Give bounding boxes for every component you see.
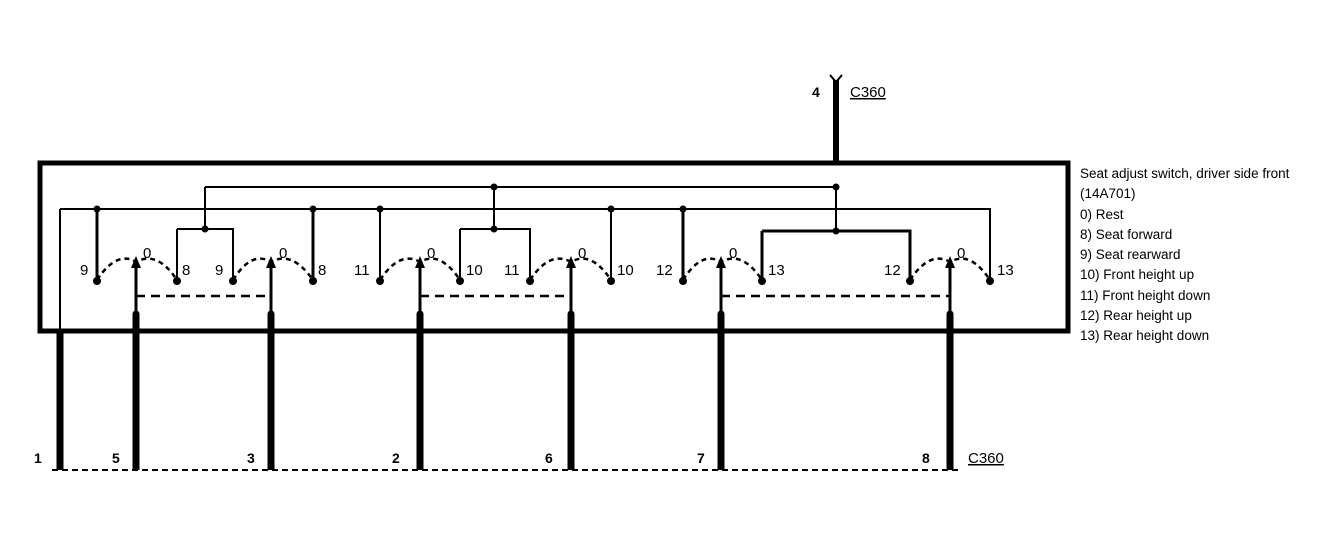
bottom-pin-label: 7 — [697, 450, 705, 466]
contact-label: 0 — [143, 245, 151, 262]
bridge-s5-s6 — [762, 229, 912, 280]
contact-label: 8 — [318, 262, 326, 279]
bottom-pin-label: 2 — [392, 450, 400, 466]
bottom-connector-label: C360 — [968, 450, 1004, 467]
contact-label: 10 — [617, 262, 634, 279]
wire-top-stub-left — [829, 74, 843, 84]
contact-label: 11 — [354, 262, 370, 279]
contact-label: 8 — [182, 262, 190, 279]
contact-label: 11 — [504, 262, 520, 279]
component-legend: Seat adjust switch, driver side front (1… — [1080, 164, 1316, 347]
legend-item: 8) Seat forward — [1080, 226, 1173, 242]
contact-label: 0 — [957, 245, 965, 262]
switch-arcs — [95, 257, 992, 281]
switch-blades — [134, 262, 952, 314]
bottom-pin-label: 3 — [247, 450, 255, 466]
blade-arrowheads — [131, 256, 955, 268]
bus-lower — [60, 208, 991, 274]
legend-item: 13) Rear height down — [1080, 328, 1210, 344]
legend-item: 9) Seat rearward — [1080, 247, 1181, 263]
contact-label: 13 — [768, 262, 785, 279]
top-pin-label: 4 — [812, 84, 820, 100]
bottom-pin-label: 6 — [545, 450, 553, 466]
component-title: Seat adjust switch, driver side front (1… — [1080, 166, 1290, 202]
legend-item: 0) Rest — [1080, 206, 1124, 222]
bottom-pin-label: 5 — [112, 450, 120, 466]
contact-label: 0 — [279, 245, 287, 262]
bottom-pin-label: 8 — [922, 450, 930, 466]
contact-label: 0 — [427, 245, 435, 262]
top-connector-label: C360 — [850, 84, 886, 101]
switch-housing — [37, 160, 1071, 334]
bridge-s3-s4 — [460, 228, 531, 280]
contact-label: 10 — [466, 262, 483, 279]
legend-item: 11) Front height down — [1080, 287, 1211, 303]
contact-label: 9 — [215, 262, 223, 279]
contact-label: 9 — [80, 262, 88, 279]
contact-label: 12 — [884, 262, 901, 279]
bridge-s1-s2 — [177, 228, 234, 280]
contact-label: 12 — [656, 262, 673, 279]
bottom-pin-label: 1 — [34, 450, 42, 466]
junction-dots — [93, 183, 994, 318]
contact-label: 0 — [729, 245, 737, 262]
legend-item: 12) Rear height up — [1080, 308, 1192, 324]
bottom-wires — [56, 314, 954, 470]
contact-label: 13 — [997, 262, 1014, 279]
legend-item: 10) Front height up — [1080, 267, 1195, 283]
contact-label: 0 — [578, 245, 586, 262]
